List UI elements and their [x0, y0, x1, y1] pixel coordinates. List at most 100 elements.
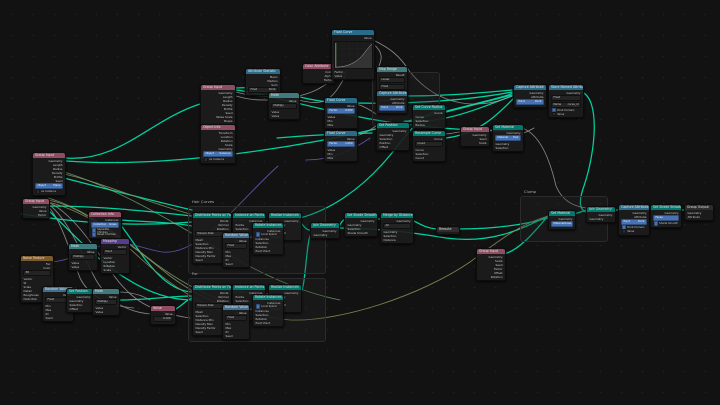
node-header[interactable]: Set Position	[67, 289, 93, 294]
node-header[interactable]: Capture Attribute	[619, 205, 649, 210]
node-output-socket-row[interactable]: Geometry	[396, 218, 411, 223]
node-input-socket-row[interactable]: Max	[45, 307, 52, 312]
node-header[interactable]: Math	[93, 289, 119, 294]
node-header[interactable]: Float Curve	[332, 30, 374, 35]
node-output-socket-row[interactable]: Profile	[223, 106, 233, 111]
node-input-socket-row[interactable]: Offset	[379, 144, 388, 149]
node-input-socket-row[interactable]: Selection	[195, 241, 209, 246]
node-input-socket-row[interactable]: Count	[415, 155, 424, 160]
node-input-socket-row[interactable]: Roughness	[23, 292, 39, 297]
node-output-socket-row[interactable]: Scale	[478, 140, 487, 145]
node-header[interactable]: Group Input	[23, 199, 49, 204]
node-input-socket-row[interactable]: Min	[327, 151, 333, 156]
node-header[interactable]: Set Shade Smooth	[651, 205, 681, 210]
node-output-socket-row[interactable]: Geometry	[48, 158, 63, 163]
node-output-socket-row[interactable]: Factor	[323, 77, 333, 82]
node-input-socket-row[interactable]: Value	[271, 109, 280, 114]
node-input-socket-row[interactable]: Min	[45, 303, 51, 308]
node-input-socket-row[interactable]: Value	[327, 114, 336, 119]
node-header[interactable]: Value	[151, 306, 175, 311]
node-input-socket-row[interactable]: Location	[103, 259, 116, 264]
node-output-socket-row[interactable]: Color	[43, 265, 51, 270]
node-output-socket-row[interactable]: Rotation	[216, 226, 229, 231]
node-input-socket-row[interactable]: Value	[71, 260, 80, 265]
node-header[interactable]: Attribute Statistic	[246, 69, 280, 74]
node-input-socket-row[interactable]: Density Max	[195, 249, 213, 254]
node-input-socket-row[interactable]: Pivot Point	[255, 248, 271, 253]
node-header[interactable]: Collection Info	[89, 212, 121, 217]
node-input-socket-row[interactable]: Distance	[383, 237, 396, 242]
node-input-socket-row[interactable]: Distance Min	[195, 317, 214, 322]
node-output-socket-row[interactable]: Geometry	[664, 210, 679, 215]
node-header[interactable]: Float Curve	[325, 98, 357, 103]
node-header[interactable]: Float Curve	[325, 131, 357, 136]
node-checkbox-row[interactable]: As Instance	[33, 189, 65, 194]
checkbox-icon[interactable]	[653, 221, 659, 226]
node-input-socket-row[interactable]: Shade Smooth	[347, 230, 368, 235]
node-input-socket-row[interactable]: Geometry	[687, 210, 702, 215]
node-output-socket-row[interactable]: Geometry	[218, 90, 233, 95]
node-header[interactable]: Set Shade Smooth	[345, 213, 377, 218]
node-header[interactable]: Realize Instances	[269, 213, 301, 218]
node-output-socket-row[interactable]: Scale	[224, 142, 233, 147]
node-output-socket-row[interactable]: Normal	[218, 222, 229, 227]
node-output-socket-row[interactable]: Median	[267, 78, 278, 83]
node-field[interactable]: All	[383, 223, 411, 229]
node-input-socket-row[interactable]: Vector	[103, 255, 113, 260]
node-input-socket-row[interactable]: Value	[334, 73, 343, 78]
node-input-socket-row[interactable]: Radius	[415, 122, 425, 127]
node-input-socket-row[interactable]: Pivot Point	[255, 320, 271, 325]
node-input-socket-row[interactable]: Max	[327, 155, 334, 160]
node-input-socket-row[interactable]: Selection	[235, 226, 249, 231]
node-input-socket-row[interactable]: Mesh	[195, 237, 203, 242]
node-input-socket-row[interactable]: Density Max	[195, 321, 213, 326]
node-checkbox-row[interactable]: As Instance	[201, 157, 235, 162]
node-field[interactable]: Multiply	[271, 103, 297, 109]
node-output-socket-row[interactable]: Points	[220, 218, 229, 223]
node-output-socket-row[interactable]: Density	[221, 102, 233, 107]
node-header[interactable]: Store Named Attribute	[549, 85, 583, 90]
node-output-socket-row[interactable]: Factor	[493, 266, 503, 271]
node-checkbox-row[interactable]: Shade Smooth	[651, 221, 681, 226]
node-input-socket-row[interactable]: Distortion	[23, 296, 38, 301]
node-output-socket-row[interactable]: Value	[164, 311, 173, 316]
node-output-socket-row[interactable]: Rotation	[220, 138, 233, 143]
node-header[interactable]: Math	[69, 244, 97, 249]
node-output-socket-row[interactable]: Alpha	[324, 73, 333, 78]
node-input-socket-row[interactable]: Min	[225, 249, 231, 254]
node-input-socket-row[interactable]: Selection	[235, 298, 249, 303]
node-header[interactable]: Resample Curve	[413, 131, 445, 136]
node-field[interactable]: Float	[379, 83, 405, 90]
node-input-socket-row[interactable]: Max	[225, 325, 232, 330]
node-input-socket-row[interactable]: ID	[45, 311, 49, 316]
node-header[interactable]: Instance on Points	[233, 285, 265, 290]
node-input-socket-row[interactable]: Max	[327, 122, 334, 127]
node-header[interactable]: Group Output	[685, 205, 713, 210]
node-header[interactable]: Instance on Points	[233, 213, 265, 218]
node-header[interactable]: Realize Instances	[269, 285, 301, 290]
node-output-socket-row[interactable]: Seed	[55, 178, 63, 183]
float-curve-widget[interactable]	[333, 40, 373, 69]
node-header[interactable]: Math	[269, 93, 299, 98]
node-header[interactable]: Group Input	[201, 85, 235, 90]
node-output-socket-row[interactable]: Geometry	[392, 128, 407, 133]
node-input-socket-row[interactable]: Selection	[195, 313, 209, 318]
node-output-socket-row[interactable]: Geometry	[529, 90, 544, 95]
node-header[interactable]: Mapping	[101, 239, 129, 244]
node-output-socket-row[interactable]: Attribute	[531, 94, 544, 99]
node-input-socket-row[interactable]: Density Factor	[195, 325, 216, 330]
